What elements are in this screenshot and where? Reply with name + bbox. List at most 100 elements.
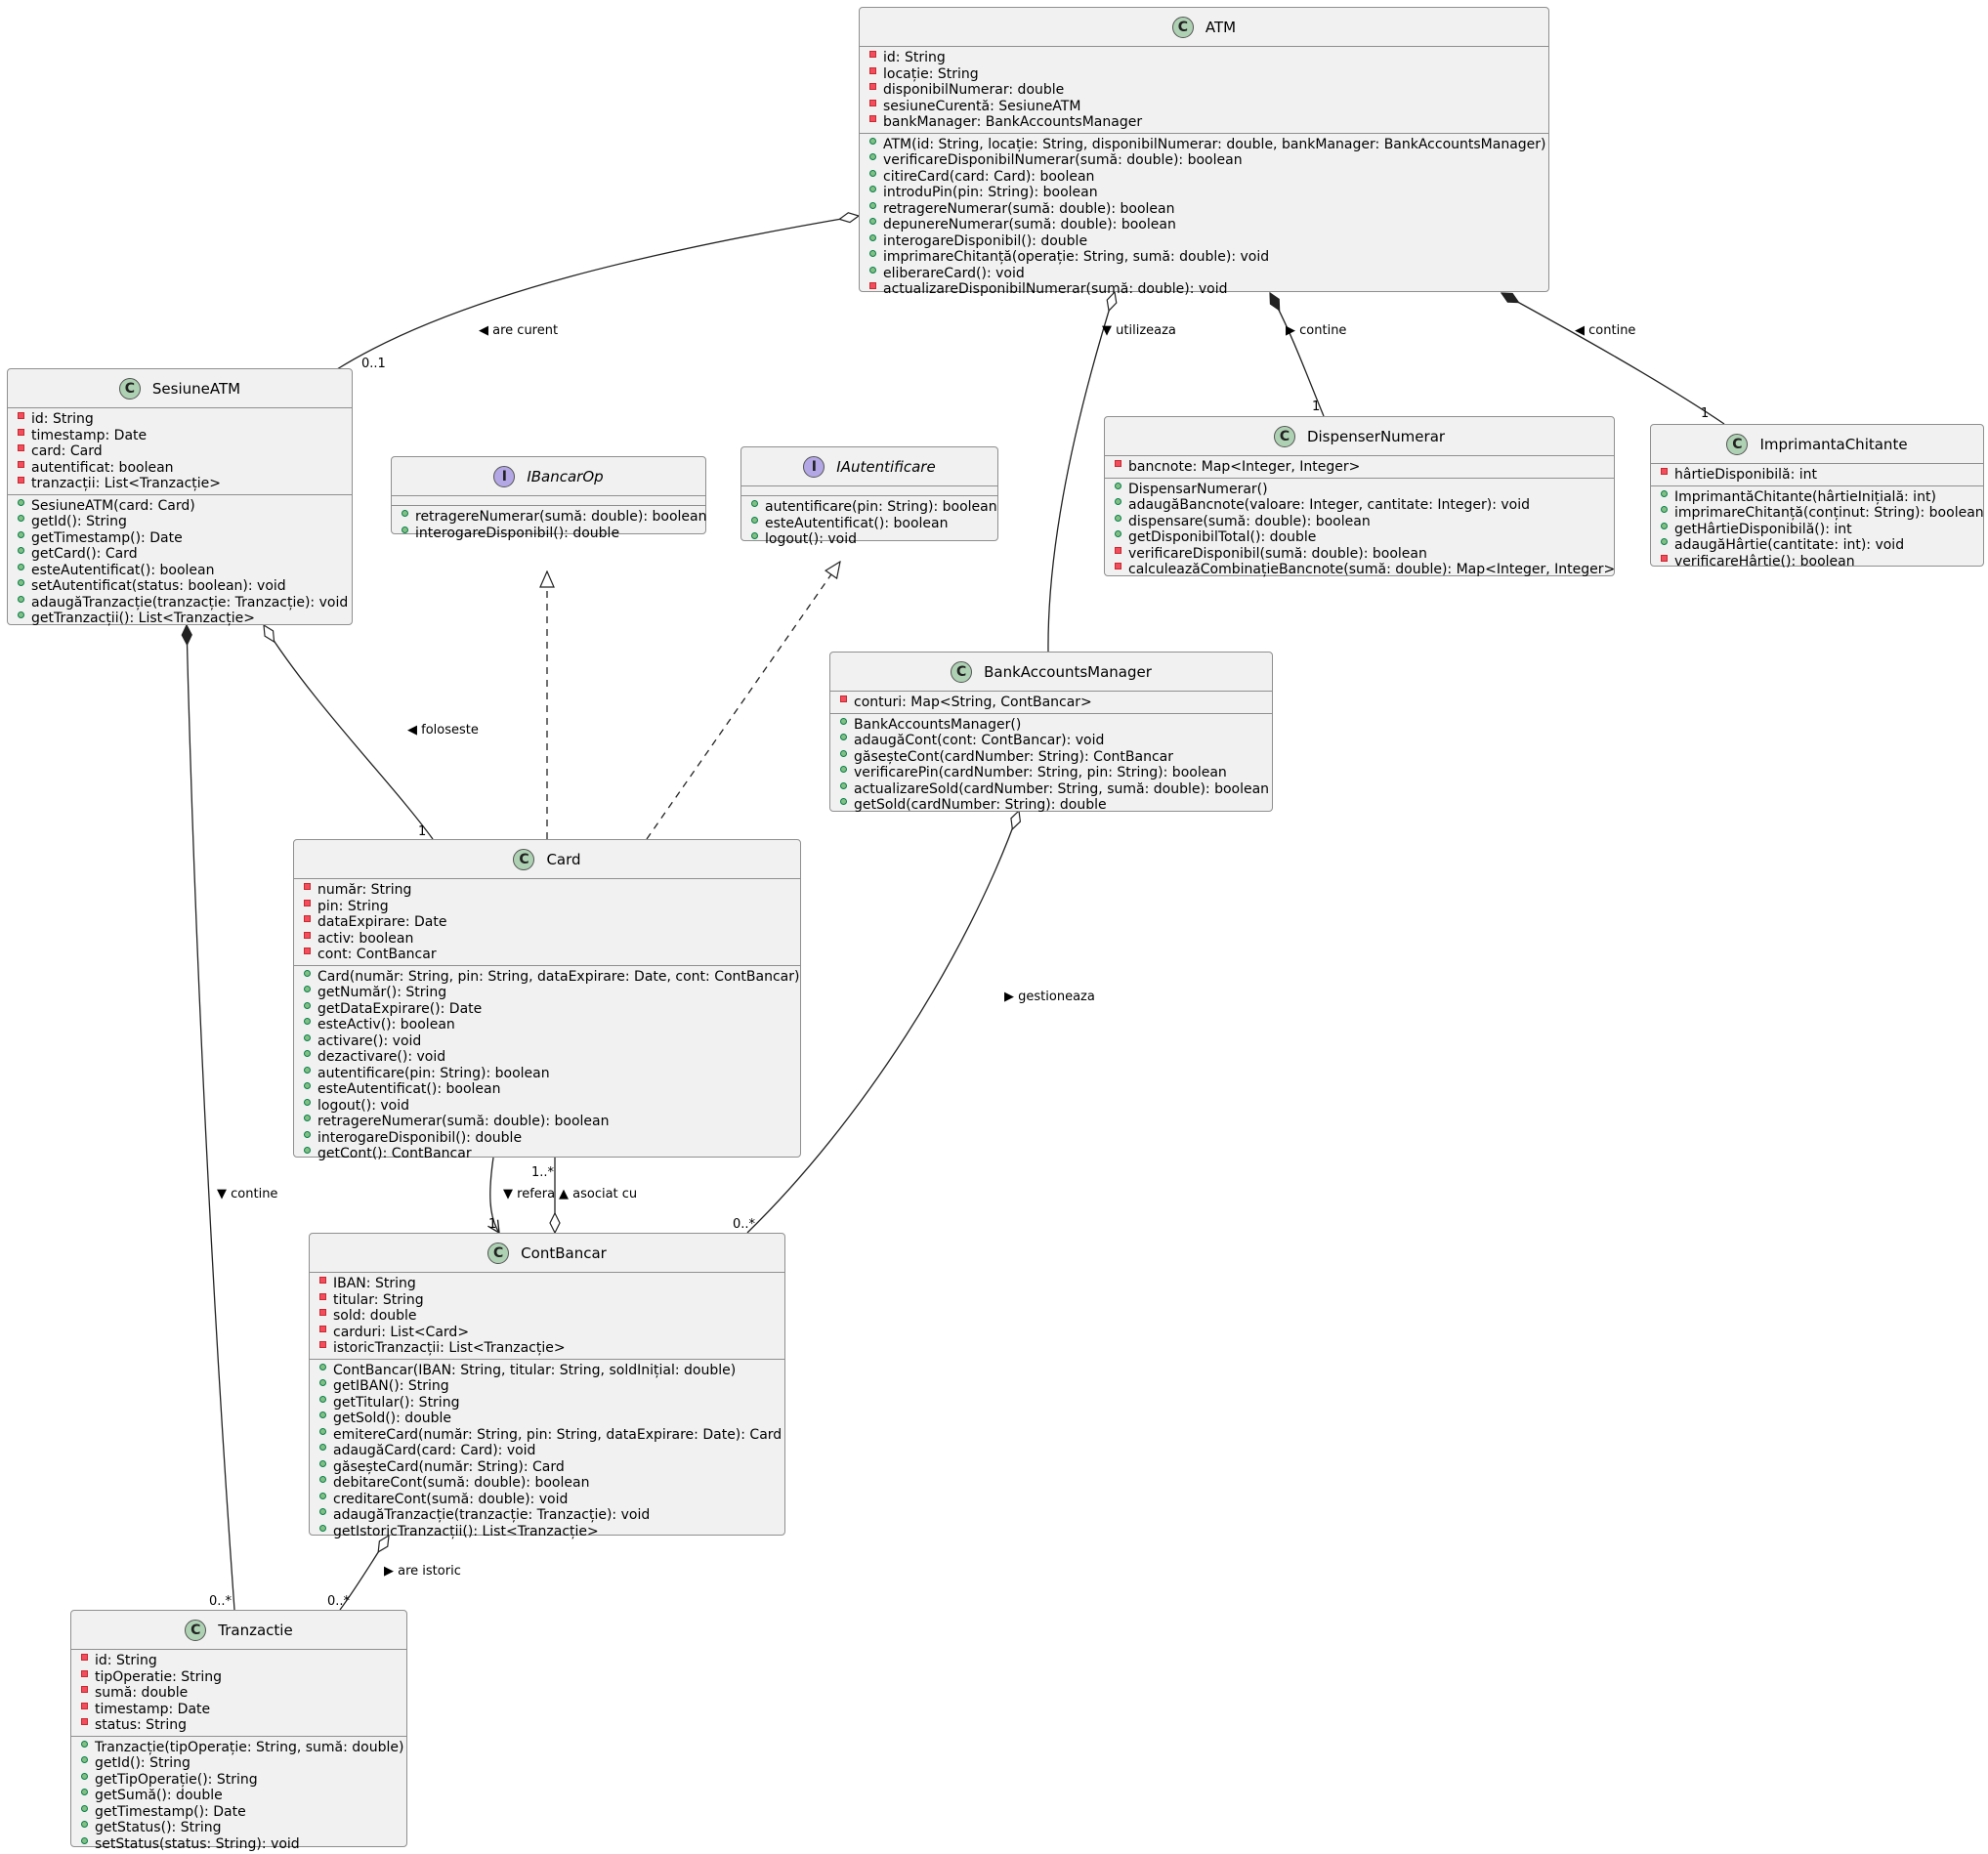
member-text: depunereNumerar(sumă: double): boolean	[883, 217, 1176, 233]
edge-atm-dispenser	[1270, 293, 1324, 416]
attribute-row: -card: Card	[8, 443, 352, 460]
private-visibility-icon: -	[1661, 554, 1674, 570]
private-visibility-icon: -	[81, 1653, 95, 1669]
attributes-section: -id: String-tipOperatie: String-sumă: do…	[71, 1650, 406, 1737]
member-text: verificareHârtie(): boolean	[1674, 554, 1855, 570]
class-stereotype-icon: C	[513, 849, 534, 870]
member-text: retragereNumerar(sumă: double): boolean	[415, 509, 706, 526]
attribute-row: -autentificat: boolean	[8, 460, 352, 477]
method-row: +creditareCont(sumă: double): void	[310, 1492, 784, 1508]
member-text: adaugăCont(cont: ContBancar): void	[854, 733, 1104, 749]
member-text: sumă: double	[95, 1685, 188, 1702]
method-row: +retragereNumerar(sumă: double): boolean	[860, 201, 1548, 218]
class-stereotype-icon: C	[119, 378, 141, 400]
public-visibility-icon: +	[840, 797, 854, 814]
method-row: +logout(): void	[294, 1098, 800, 1115]
method-row: +getTimestamp(): Date	[71, 1804, 406, 1821]
public-visibility-icon: +	[319, 1475, 333, 1492]
public-visibility-icon: +	[18, 546, 31, 563]
private-visibility-icon: -	[304, 931, 317, 948]
private-visibility-icon: -	[18, 443, 31, 460]
public-visibility-icon: +	[304, 1017, 317, 1033]
relation-label-utilizeaza: ▼ utilizeaza	[1102, 323, 1176, 338]
member-text: calculeazăCombinațieBancnote(sumă: doubl…	[1128, 562, 1615, 578]
member-text: setAutentificat(status: boolean): void	[31, 578, 286, 595]
public-visibility-icon: +	[869, 249, 883, 266]
member-text: găseșteCard(număr: String): Card	[333, 1459, 565, 1476]
member-text: id: String	[31, 411, 94, 428]
method-row: +getHârtieDisponibilă(): int	[1651, 522, 1983, 538]
member-text: pin: String	[317, 899, 389, 915]
attributes-section	[392, 496, 705, 506]
public-visibility-icon: +	[304, 1130, 317, 1147]
method-row: +getDataExpirare(): Date	[294, 1001, 800, 1018]
method-row: +ATM(id: String, locație: String, dispon…	[860, 137, 1548, 153]
public-visibility-icon: +	[319, 1395, 333, 1412]
public-visibility-icon: +	[18, 595, 31, 611]
private-visibility-icon: -	[869, 99, 883, 115]
public-visibility-icon: +	[304, 1001, 317, 1018]
member-text: dataExpirare: Date	[317, 914, 446, 931]
member-text: getDisponibilTotal(): double	[1128, 529, 1316, 546]
member-text: getTimestamp(): Date	[95, 1804, 246, 1821]
public-visibility-icon: +	[402, 509, 415, 526]
attribute-row: -istoricTranzacții: List<Tranzacție>	[310, 1340, 784, 1357]
public-visibility-icon: +	[81, 1820, 95, 1836]
member-text: dispensare(sumă: double): boolean	[1128, 514, 1371, 530]
public-visibility-icon: +	[1115, 482, 1128, 498]
member-text: adaugăBancnote(valoare: Integer, cantita…	[1128, 497, 1530, 514]
public-visibility-icon: +	[1115, 514, 1128, 530]
member-text: ContBancar(IBAN: String, titular: String…	[333, 1363, 736, 1379]
method-row: +getTimestamp(): Date	[8, 530, 352, 547]
attribute-row: -activ: boolean	[294, 931, 800, 948]
attribute-row: -pin: String	[294, 899, 800, 915]
methods-section: +DispensarNumerar()+adaugăBancnote(valoa…	[1105, 479, 1614, 580]
attributes-section: -IBAN: String-titular: String-sold: doub…	[310, 1273, 784, 1360]
method-row: +esteAutentificat(): boolean	[294, 1081, 800, 1098]
member-text: getTranzacții(): List<Tranzacție>	[31, 611, 255, 627]
public-visibility-icon: +	[751, 531, 765, 548]
method-row: +adaugăTranzacție(tranzacție: Tranzacție…	[8, 595, 352, 611]
class-name: SesiuneATM	[152, 380, 240, 398]
methods-section: +autentificare(pin: String): boolean+est…	[741, 496, 997, 550]
attribute-row: -tranzacții: List<Tranzacție>	[8, 476, 352, 492]
private-visibility-icon: -	[1115, 459, 1128, 476]
member-text: getId(): String	[95, 1755, 190, 1772]
method-row: +retragereNumerar(sumă: double): boolean	[294, 1114, 800, 1130]
relation-label-asociat-cu: ▲ asociat cu	[559, 1187, 637, 1201]
public-visibility-icon: +	[81, 1804, 95, 1821]
class-stereotype-icon: C	[1274, 426, 1295, 447]
method-row: +getId(): String	[71, 1755, 406, 1772]
public-visibility-icon: +	[869, 217, 883, 233]
member-text: interogareDisponibil(): double	[415, 526, 619, 542]
method-row: +găseșteCard(număr: String): Card	[310, 1459, 784, 1476]
member-text: ImprimantăChitante(hârtieInițială: int)	[1674, 489, 1936, 506]
member-text: eliberareCard(): void	[883, 266, 1025, 282]
multiplicity-cont-bank: 0..*	[733, 1217, 755, 1232]
method-row: +BankAccountsManager()	[830, 717, 1272, 734]
attribute-row: -disponibilNumerar: double	[860, 82, 1548, 99]
private-visibility-icon: -	[840, 695, 854, 711]
method-row: +adaugăHârtie(cantitate: int): void	[1651, 537, 1983, 554]
methods-section: +Card(număr: String, pin: String, dataEx…	[294, 966, 800, 1164]
method-row: +găseșteCont(cardNumber: String): ContBa…	[830, 749, 1272, 766]
attribute-row: -timestamp: Date	[71, 1702, 406, 1718]
attribute-row: -bankManager: BankAccountsManager	[860, 114, 1548, 131]
member-text: getTitular(): String	[333, 1395, 459, 1412]
member-text: tranzacții: List<Tranzacție>	[31, 476, 221, 492]
method-row: +SesiuneATM(card: Card)	[8, 498, 352, 515]
